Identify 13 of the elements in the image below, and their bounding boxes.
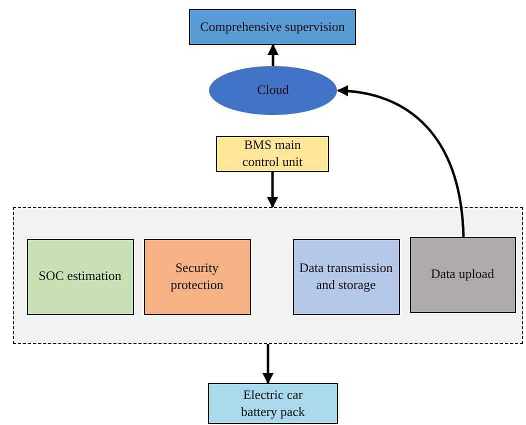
cloud-ellipse: Cloud: [209, 66, 337, 115]
process-box: Electric car battery pack: [208, 383, 338, 424]
arrow: [262, 344, 274, 384]
arrow: [267, 44, 279, 66]
arrow: [336, 86, 465, 238]
process-box: Comprehensive supervision: [189, 9, 356, 45]
process-box: Data upload: [410, 236, 516, 312]
process-box: BMS main control unit: [216, 136, 329, 172]
process-box: SOC estimation: [26, 238, 134, 314]
dashed-group-box: [13, 207, 523, 344]
process-box: Security protection: [144, 238, 250, 314]
arrow: [266, 172, 278, 208]
process-box: Data transmission and storage: [292, 238, 400, 314]
